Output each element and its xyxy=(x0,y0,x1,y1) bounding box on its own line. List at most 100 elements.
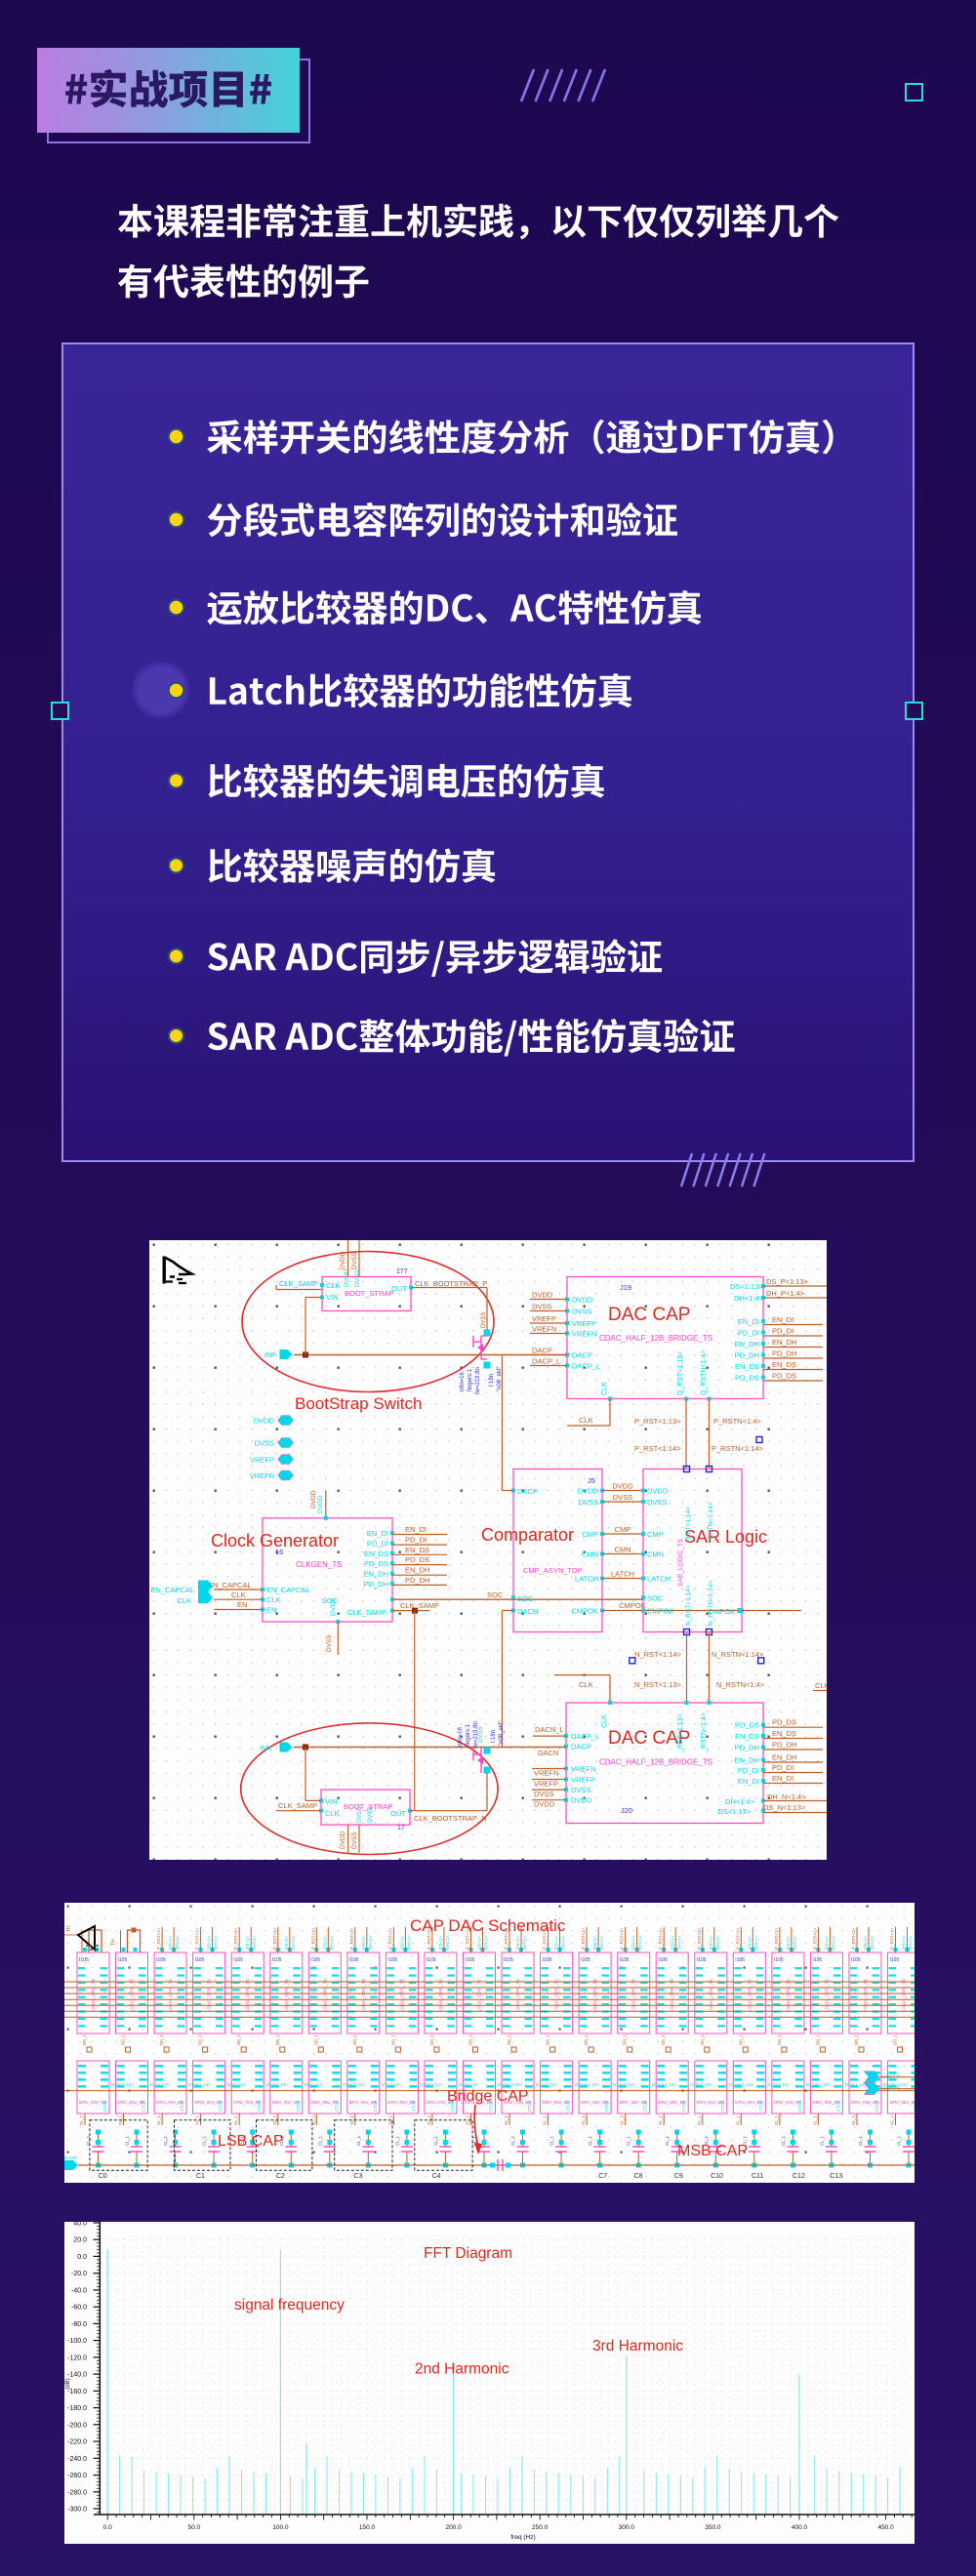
svg-text:INN: INN xyxy=(260,1746,271,1752)
svg-text:EN_DS: EN_DS xyxy=(772,1729,796,1738)
svg-text:VREFP: VREFP xyxy=(882,2075,901,2081)
svg-text:DS<1>: DS<1> xyxy=(322,1936,327,1950)
svg-text:CLK: CLK xyxy=(601,1714,608,1728)
svg-text:CDAC_HALF_12B_BRIDGE_TS: CDAC_HALF_12B_BRIDGE_TS xyxy=(599,1758,712,1767)
svg-text:EN_DI: EN_DI xyxy=(772,1315,793,1324)
svg-text:DVDD: DVDD xyxy=(647,1487,669,1496)
svg-text:DVDD: DVDD xyxy=(310,1490,317,1509)
svg-text:N_RST<1:13>: N_RST<1:13> xyxy=(634,1680,682,1689)
svg-text:CLK_SAMP: CLK_SAMP xyxy=(400,1601,439,1610)
svg-text:P_RST<1:14>: P_RST<1:14> xyxy=(634,1444,681,1453)
svg-text:SOC: SOC xyxy=(322,1596,339,1605)
svg-text:VREFP: VREFP xyxy=(571,1776,595,1785)
svg-text:100.0: 100.0 xyxy=(272,2524,289,2531)
svg-text:DVSS: DVSS xyxy=(351,1831,358,1849)
svg-text:P_RSTN<1:4>: P_RSTN<1:4> xyxy=(713,1417,761,1426)
svg-text:Comparator: Comparator xyxy=(481,1525,574,1545)
svg-text:DVSS: DVSS xyxy=(478,1727,484,1743)
svg-text:EN_DI: EN_DI xyxy=(367,1529,388,1538)
svg-text:DVDD: DVDD xyxy=(532,1291,553,1300)
svg-text:0.0: 0.0 xyxy=(103,2524,112,2531)
svg-text:DVSS: DVSS xyxy=(330,1598,337,1616)
svg-text:DH<1>: DH<1> xyxy=(291,1935,296,1950)
svg-text:PD_DI: PD_DI xyxy=(772,1327,793,1336)
svg-text:DS<1:13>: DS<1:13> xyxy=(730,1282,763,1291)
svg-text:DS<1>: DS<1> xyxy=(207,1936,212,1950)
svg-text:DVSS: DVSS xyxy=(351,1252,358,1269)
svg-text:P_RST<1>: P_RST<1> xyxy=(504,1927,508,1950)
svg-text:P_RST<1>: P_RST<1> xyxy=(890,1927,895,1950)
svg-text:DH<1>: DH<1> xyxy=(909,1935,914,1950)
svg-text:VREFN: VREFN xyxy=(534,1769,558,1778)
svg-text:C8: C8 xyxy=(634,2173,643,2180)
svg-text:DS20<1:13>: DS20<1:13> xyxy=(883,2082,909,2087)
svg-text:-80.0: -80.0 xyxy=(71,2321,87,2328)
svg-text:P_RST<1>: P_RST<1> xyxy=(272,1927,277,1950)
svg-text:DVDD: DVDD xyxy=(571,1796,592,1805)
svg-text:DACN: DACN xyxy=(517,1607,538,1616)
svg-text:OUT: OUT xyxy=(390,1809,406,1818)
svg-text:PD_DS: PD_DS xyxy=(772,1372,796,1381)
svg-text:-160.0: -160.0 xyxy=(67,2389,87,2395)
svg-text:-60.0: -60.0 xyxy=(71,2305,87,2312)
svg-text:fingers:1: fingers:1 xyxy=(468,1368,473,1391)
svg-text:_RSTN<1:4>: _RSTN<1:4> xyxy=(701,1712,708,1753)
svg-text:DH<1>: DH<1> xyxy=(870,1935,874,1950)
svg-text:Q_RST<1:13>: Q_RST<1:13> xyxy=(677,1351,684,1395)
svg-text:DS<1>: DS<1> xyxy=(361,1936,366,1950)
svg-text:CLK: CLK xyxy=(579,1680,593,1689)
svg-text:DS<1>: DS<1> xyxy=(438,1936,443,1950)
svg-text:0.0: 0.0 xyxy=(77,2254,87,2261)
svg-text:DH<1>: DH<1> xyxy=(484,1935,489,1950)
svg-text:DS<1>: DS<1> xyxy=(902,1936,907,1950)
svg-text:P_RST<1>: P_RST<1> xyxy=(427,1927,431,1950)
svg-text:DVDD: DVDD xyxy=(612,1482,633,1491)
svg-text:DVDD: DVDD xyxy=(357,1805,363,1823)
svg-text:DH<1>: DH<1> xyxy=(715,1935,720,1950)
svg-text:P_RST<1>: P_RST<1> xyxy=(543,1927,548,1950)
svg-text:D17<1:13>: D17<1:13> xyxy=(767,2082,790,2087)
svg-text:EN_DS: EN_DS xyxy=(735,1732,759,1741)
svg-text:DACP: DACP xyxy=(571,1743,591,1751)
svg-text:P_RST<1>: P_RST<1> xyxy=(851,1927,856,1950)
svg-text:C3: C3 xyxy=(353,2173,362,2180)
svg-text:-200.0: -200.0 xyxy=(67,2422,87,2429)
svg-text:PD_DI: PD_DI xyxy=(738,1766,759,1775)
svg-text:3rd Harmonic: 3rd Harmonic xyxy=(592,2338,683,2355)
svg-text:CLKGEN_TS: CLKGEN_TS xyxy=(296,1560,343,1569)
svg-text:C10: C10 xyxy=(711,2173,723,2180)
svg-text:CLK_BOOTSTRAP_N: CLK_BOOTSTRAP_N xyxy=(414,1814,487,1823)
svg-text:CLK_BOOTSTRAP_P: CLK_BOOTSTRAP_P xyxy=(415,1279,487,1288)
svg-text:EN_DI: EN_DI xyxy=(738,1317,759,1326)
svg-text:DS14<1:13>: DS14<1:13> xyxy=(652,2082,677,2087)
svg-text:DS2<1:13>: DS2<1:13> xyxy=(188,2082,211,2087)
svg-text:EN: EN xyxy=(237,1600,247,1609)
svg-text:nfin=16: nfin=16 xyxy=(458,1726,464,1747)
svg-text:Q_RSTN<1:4>: Q_RSTN<1:4> xyxy=(701,1350,708,1395)
svg-text:DVSS: DVSS xyxy=(534,1790,553,1798)
svg-text:FFT Diagram: FFT Diagram xyxy=(424,2245,512,2262)
svg-text:CLK: CLK xyxy=(601,1382,608,1395)
svg-text:DVSS: DVSS xyxy=(647,1498,667,1507)
svg-text:EN_DH: EN_DH xyxy=(772,1753,796,1762)
svg-text:DS<1>: DS<1> xyxy=(670,1936,674,1950)
svg-text:P_RST<1>: P_RST<1> xyxy=(466,1927,470,1950)
svg-text:C2: C2 xyxy=(276,2173,285,2180)
svg-text:300.0: 300.0 xyxy=(619,2524,635,2531)
svg-text:DACP_L: DACP_L xyxy=(572,1362,600,1371)
svg-text:DS<1>: DS<1> xyxy=(554,1936,559,1950)
svg-text:PD_DI: PD_DI xyxy=(367,1540,388,1549)
svg-text:VIN: VIN xyxy=(326,1293,339,1302)
svg-text:nfin=16: nfin=16 xyxy=(460,1371,466,1391)
svg-text:J5: J5 xyxy=(588,1476,595,1485)
svg-text:CLK_SAMP: CLK_SAMP xyxy=(279,1279,318,1288)
svg-text:DVSS: DVSS xyxy=(532,1303,551,1311)
svg-text:J19: J19 xyxy=(620,1283,631,1292)
svg-text:PD_DS: PD_DS xyxy=(735,1374,759,1383)
svg-text:P_RST<1>: P_RST<1> xyxy=(774,1927,779,1950)
svg-text:DS12<1:13>: DS12<1:13> xyxy=(575,2082,600,2087)
svg-text:DH<1>: DH<1> xyxy=(175,1935,180,1950)
svg-text:SAR_LOGIC_TS: SAR_LOGIC_TS xyxy=(677,1538,684,1587)
svg-text:EN_DH: EN_DH xyxy=(364,1570,388,1579)
svg-text:PD_DI: PD_DI xyxy=(772,1763,793,1772)
